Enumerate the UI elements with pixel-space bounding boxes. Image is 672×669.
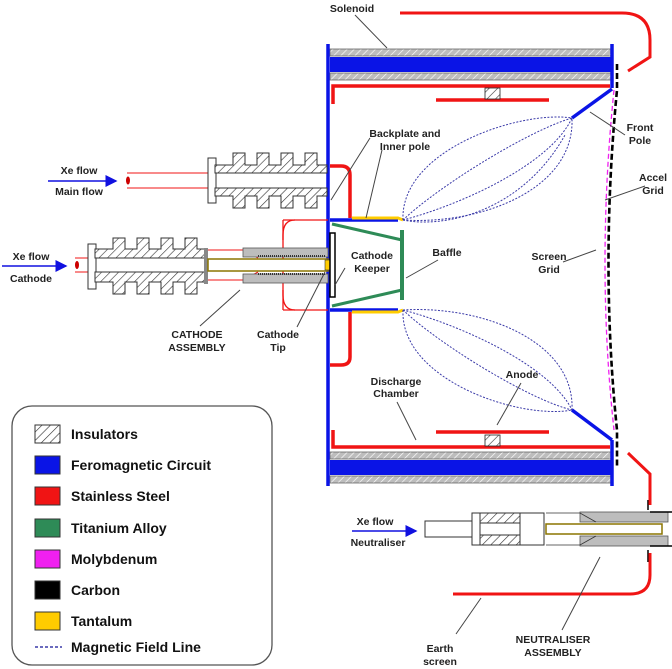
front-pole-top <box>570 87 614 120</box>
legend-label: Carbon <box>71 582 120 598</box>
legend-item: Stainless Steel <box>34 486 170 506</box>
label-anode: Anode <box>506 369 539 381</box>
legend-label: Titanium Alloy <box>71 520 167 536</box>
label-front-pole-2: Pole <box>629 135 651 147</box>
legend-swatch <box>34 455 61 475</box>
legend-label: Tantalum <box>71 613 132 629</box>
legend-item: Feromagnetic Circuit <box>34 455 211 475</box>
legend-swatch <box>34 424 61 444</box>
leader-lines <box>199 14 646 635</box>
accel-grid <box>607 64 619 466</box>
cathode-assembly <box>75 219 336 311</box>
label-main-xe-flow: Xe flow <box>61 165 99 177</box>
legend-item: Molybdenum <box>34 549 157 569</box>
label-earth-screen: Earth <box>427 643 454 655</box>
front-pole-bottom <box>570 408 614 442</box>
legend-swatch <box>34 549 61 569</box>
label-neutraliser-xe-flow: Xe flow <box>357 516 395 528</box>
legend-swatch <box>34 518 61 538</box>
label-discharge-chamber-2: Chamber <box>373 388 419 400</box>
label-accel-grid-2: Grid <box>642 185 664 197</box>
label-cathode-tip: Cathode <box>257 329 299 341</box>
main-flow-isolator <box>126 152 328 209</box>
magnetic-field-lines <box>402 116 573 412</box>
label-screen-grid: Screen <box>531 251 566 263</box>
legend-label: Magnetic Field Line <box>71 639 201 655</box>
label-front-pole: Front <box>627 122 654 134</box>
label-solenoid: Solenoid <box>330 3 374 15</box>
label-screen-grid-2: Grid <box>538 264 560 276</box>
legend-label: Feromagnetic Circuit <box>71 457 211 473</box>
legend-item: Insulators <box>34 424 138 444</box>
label-cathode-tip-2: Tip <box>270 342 286 354</box>
label-accel-grid: Accel <box>639 172 667 184</box>
legend-item: Titanium Alloy <box>34 518 167 538</box>
label-cathode-flow: Cathode <box>10 273 52 285</box>
screen-grid <box>604 89 615 431</box>
label-cathode-assembly-2: ASSEMBLY <box>168 342 225 354</box>
earth-screen <box>453 451 652 596</box>
bottom-solenoid <box>329 430 612 484</box>
label-cathode-assembly: CATHODE <box>171 329 222 341</box>
label-main-flow: Main flow <box>55 186 104 198</box>
top-solenoid <box>329 48 612 104</box>
legend-swatch <box>34 486 61 506</box>
label-earth-screen-2: screen <box>423 656 457 668</box>
label-neutraliser-assembly-2: ASSEMBLY <box>524 647 581 659</box>
label-cathode-keeper: Cathode <box>351 250 393 262</box>
label-backplate: Backplate and <box>369 128 440 140</box>
baffle <box>331 222 404 308</box>
label-neutraliser-flow: Neutraliser <box>351 537 406 549</box>
cathode-keeper <box>329 232 336 298</box>
label-inner-pole: Inner pole <box>380 141 430 153</box>
legend-swatch <box>34 611 61 631</box>
label-cathode-keeper-2: Keeper <box>354 263 390 275</box>
label-discharge-chamber: Discharge <box>371 376 422 388</box>
solenoid-shield <box>400 11 652 73</box>
legend-label: Molybdenum <box>71 551 157 567</box>
neutraliser-assembly <box>424 500 672 562</box>
label-cathode-xe-flow: Xe flow <box>13 251 51 263</box>
legend-swatch <box>34 580 61 600</box>
legend-item: Tantalum <box>34 611 132 631</box>
legend-item: Magnetic Field Line <box>35 639 201 655</box>
label-neutraliser-assembly: NEUTRALISER <box>516 634 591 646</box>
label-baffle: Baffle <box>432 247 461 259</box>
legend-label: Stainless Steel <box>71 488 170 504</box>
legend-item: Carbon <box>34 580 120 600</box>
legend-label: Insulators <box>71 426 138 442</box>
